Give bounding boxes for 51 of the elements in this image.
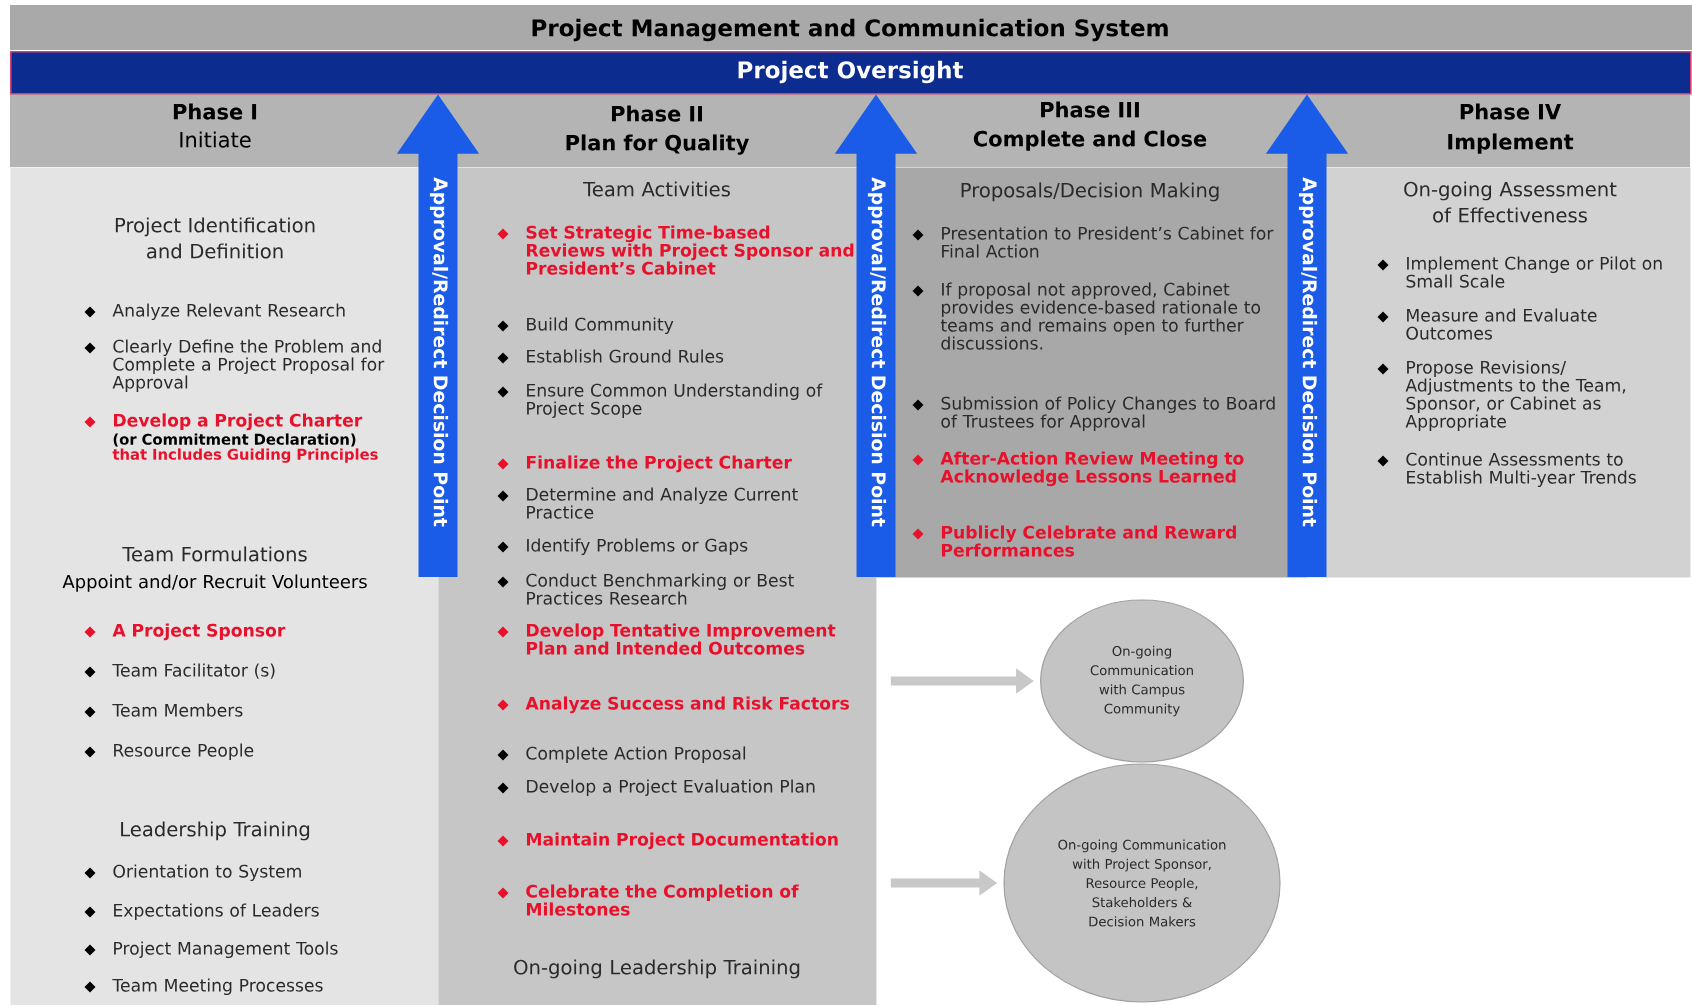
section-heading: Team Formulations [122, 546, 307, 562]
bullet-item: Resource People [84, 743, 254, 761]
bullet-item: Implement Change or Pilot on Small Scale [1377, 256, 1662, 288]
bullet-item: Measure and Evaluate Outcomes [1377, 308, 1597, 340]
note-text: (or Commitment Declaration) [113, 433, 356, 447]
bullet-item: Orientation to System [84, 864, 301, 882]
bullet-item: Conduct Benchmarking or Best Practices Research [497, 573, 794, 605]
bullet-item: Publicly Celebrate and Reward Performances [912, 525, 1236, 557]
edge-label: Approval/Redirect Decision Point [867, 177, 887, 527]
bullet-item: Complete Action Proposal [497, 746, 746, 764]
section-heading: Team Activities [583, 181, 730, 197]
bullet-item: Celebrate the Completion of Milestones [497, 884, 799, 916]
bullet-item: Identify Problems or Gaps [497, 538, 748, 556]
bullet-item: Ensure Common Understanding of Project Scope [497, 383, 823, 419]
section-heading: Project Identification and Definition [115, 217, 315, 259]
bullet-item: Submission of Policy Changes to Board of Trustees for Approval [912, 396, 1275, 432]
bullet-item: Propose Revisions/ Adjustments to the Team, Sponsor, or Cabinet as Appropriate [1377, 360, 1626, 432]
bullet-item: Finalize the Project Charter [497, 455, 792, 473]
bullet-item: Develop a Project Evaluation Plan [497, 779, 815, 797]
bullet-item: Analyze Relevant Research [84, 303, 345, 321]
edge-label: Approval/Redirect Decision Point [1298, 177, 1318, 527]
bullet-item: A Project Sponsor [84, 623, 286, 641]
section-heading: Leadership Training [121, 821, 310, 841]
bullet-item: If proposal not approved, Cabinet provides evidence-based rationale to teams and remains open to further discussions. [912, 282, 1261, 350]
bullet-item: Presentation to President’s Cabinet for Final Action [912, 226, 1274, 258]
section-heading: Proposals/Decision Making [961, 182, 1219, 202]
bullet-item: Develop a Project Charter [84, 413, 363, 431]
bullet-item: After-Action Review Meeting to Acknowledge Lessons Learned [912, 451, 1244, 487]
bullet-item: Establish Ground Rules [497, 349, 724, 364]
section-heading: On-going Assessment of Effectiveness [1404, 181, 1617, 223]
bullet-item: Set Strategic Time-based Reviews with Project Sponsor and President’s Cabinet [497, 225, 854, 275]
bullet-item: Develop Tentative Improvement Plan and Intended Outcomes [497, 623, 836, 655]
oversight-band: Project Oversight [10, 51, 1692, 95]
bullet-item: Clearly Define the Problem and Complete a Project Proposal for Approval [84, 339, 385, 393]
bullet-item: Project Management Tools [84, 941, 338, 959]
column-header: Phase IV Implement [1307, 94, 1690, 167]
bullet-item: Team Facilitator (s) [84, 663, 275, 679]
note-text: that Includes Guiding Principles [112, 448, 378, 463]
bullet-item: Build Community [497, 317, 674, 335]
bullet-item: Continue Assessments to Establish Multi-year Trends [1377, 452, 1636, 488]
bullet-item: Determine and Analyze Current Practice [497, 487, 798, 519]
bullet-item: Analyze Success and Risk Factors [497, 696, 849, 714]
edge-label: Approval/Redirect Decision Point [429, 177, 449, 527]
bullet-item: Maintain Project Documentation [497, 832, 838, 850]
subheading: Appoint and/or Recruit Volunteers [62, 574, 367, 592]
bullet-item: Team Meeting Processes [84, 978, 323, 996]
title-band: Project Management and Communication System [10, 5, 1692, 50]
section-heading: On-going Leadership Training [514, 959, 800, 979]
column-header: Phase I Initiate [10, 94, 438, 167]
bullet-item: Team Members [84, 703, 243, 718]
bullet-item: Expectations of Leaders [84, 903, 319, 921]
